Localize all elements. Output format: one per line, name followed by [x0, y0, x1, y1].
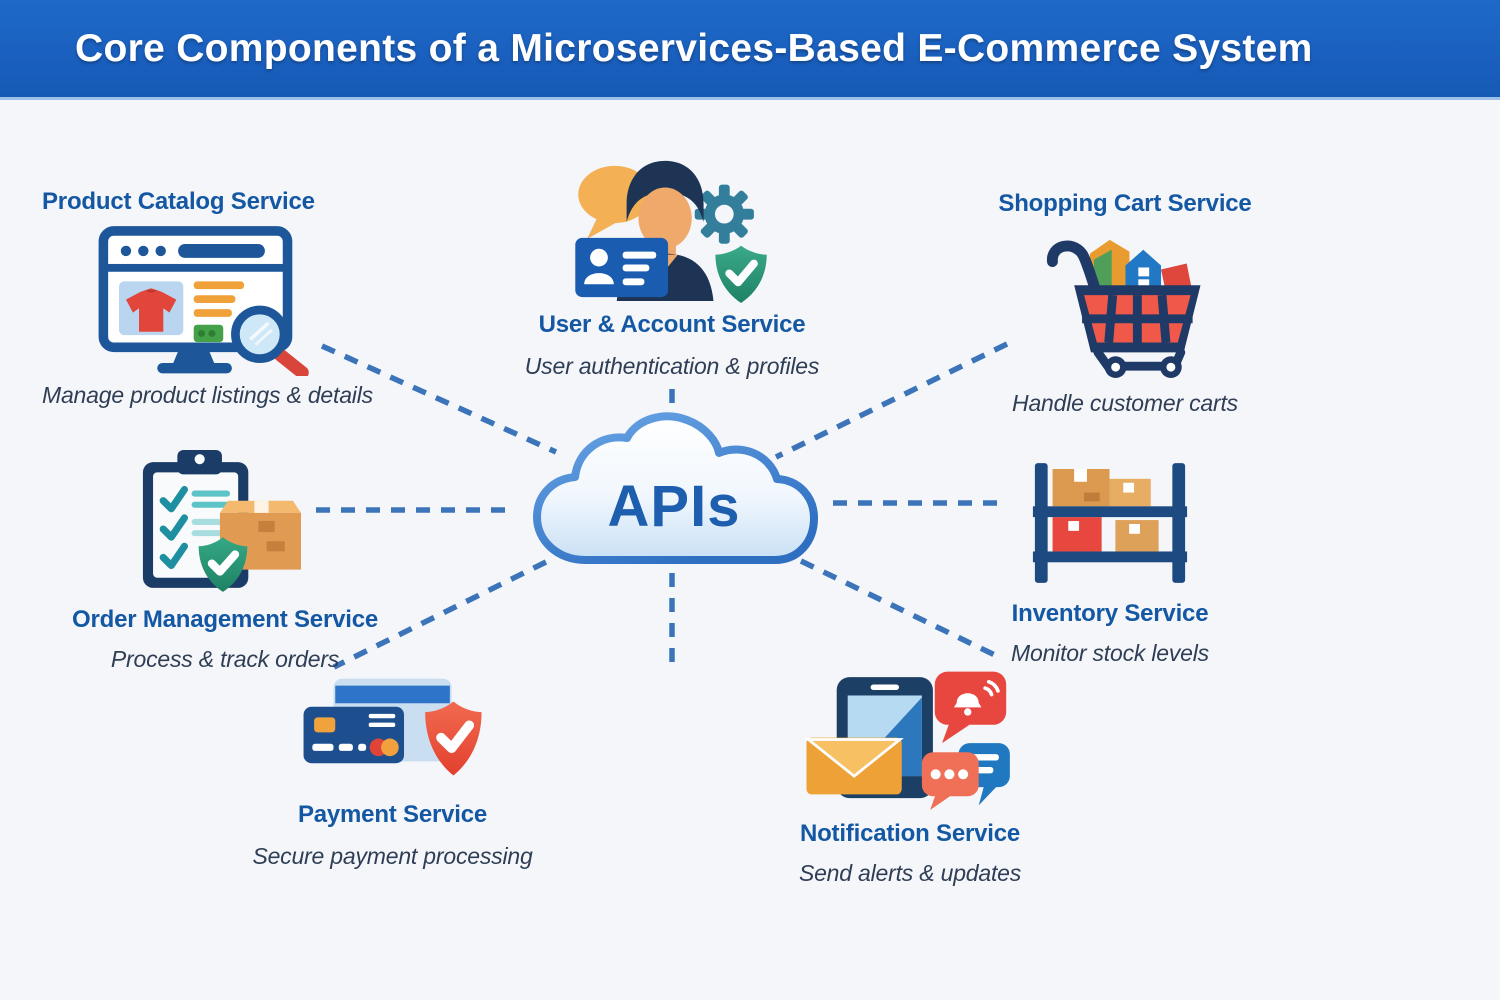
id-card-icon [575, 237, 669, 298]
apis-cloud: APIs [522, 412, 828, 576]
cloud-label: APIs [608, 474, 741, 539]
service-subtitle: Secure payment processing [252, 843, 533, 869]
service-subtitle: User authentication & profiles [524, 353, 820, 379]
phone-alerts-icon [804, 671, 1010, 810]
service-title: Notification Service [799, 820, 1021, 847]
service-title: Inventory Service [1011, 600, 1209, 627]
service-title: Shopping Cart Service [998, 190, 1252, 217]
service-title: Payment Service [297, 801, 488, 828]
service-subtitle: Process & track orders [110, 646, 340, 672]
service-subtitle: Handle customer carts [1012, 390, 1238, 416]
service-title: User & Account Service [538, 311, 806, 338]
credit-card-front-icon [303, 706, 404, 764]
service-subtitle: Send alerts & updates [798, 860, 1022, 886]
connector-catalog-cloud [320, 343, 558, 455]
clipboard-package-icon [142, 450, 301, 592]
service-title: Order Management Service [72, 606, 378, 633]
shield-check-icon [715, 245, 767, 303]
shopping-cart-icon [1047, 239, 1201, 378]
service-inventory: Inventory Service Monitor stock levels [955, 462, 1265, 667]
service-shopping-cart: Shopping Cart Service Handle customer ca… [960, 190, 1290, 417]
magnifier-icon [231, 305, 309, 376]
shield-check-icon [198, 537, 248, 592]
warehouse-shelf-icon [1032, 463, 1188, 583]
service-payment: Payment Service Secure payment processin… [240, 668, 545, 870]
service-order-management: Order Management Service Process & track… [72, 448, 378, 673]
credit-card-shield-icon [303, 678, 482, 776]
service-user-account: User & Account Service User authenticati… [495, 153, 849, 380]
bell-bubble-icon [934, 671, 1007, 744]
service-title: Product Catalog Service [42, 188, 315, 215]
page-title: Core Components of a Microservices-Based… [75, 26, 1313, 70]
service-notification: Notification Service Send alerts & updat… [755, 668, 1065, 887]
monitor-search-icon [98, 226, 309, 376]
tshirt-icon [125, 288, 177, 332]
connector-cart-cloud [774, 341, 1009, 460]
service-product-catalog: Product Catalog Service Manage product l… [42, 188, 382, 409]
chat-bubble-dots-icon [921, 752, 979, 810]
user-profile-shield-icon [575, 160, 767, 303]
service-subtitle: Manage product listings & details [42, 382, 373, 408]
service-subtitle: Monitor stock levels [1011, 640, 1209, 666]
envelope-icon [804, 737, 904, 795]
shield-check-icon [424, 701, 482, 776]
connector-cloud-lower-right [799, 558, 1005, 662]
header-banner: Core Components of a Microservices-Based… [0, 0, 1500, 100]
gear-icon [694, 184, 754, 244]
cloud-icon: APIs [533, 412, 818, 564]
